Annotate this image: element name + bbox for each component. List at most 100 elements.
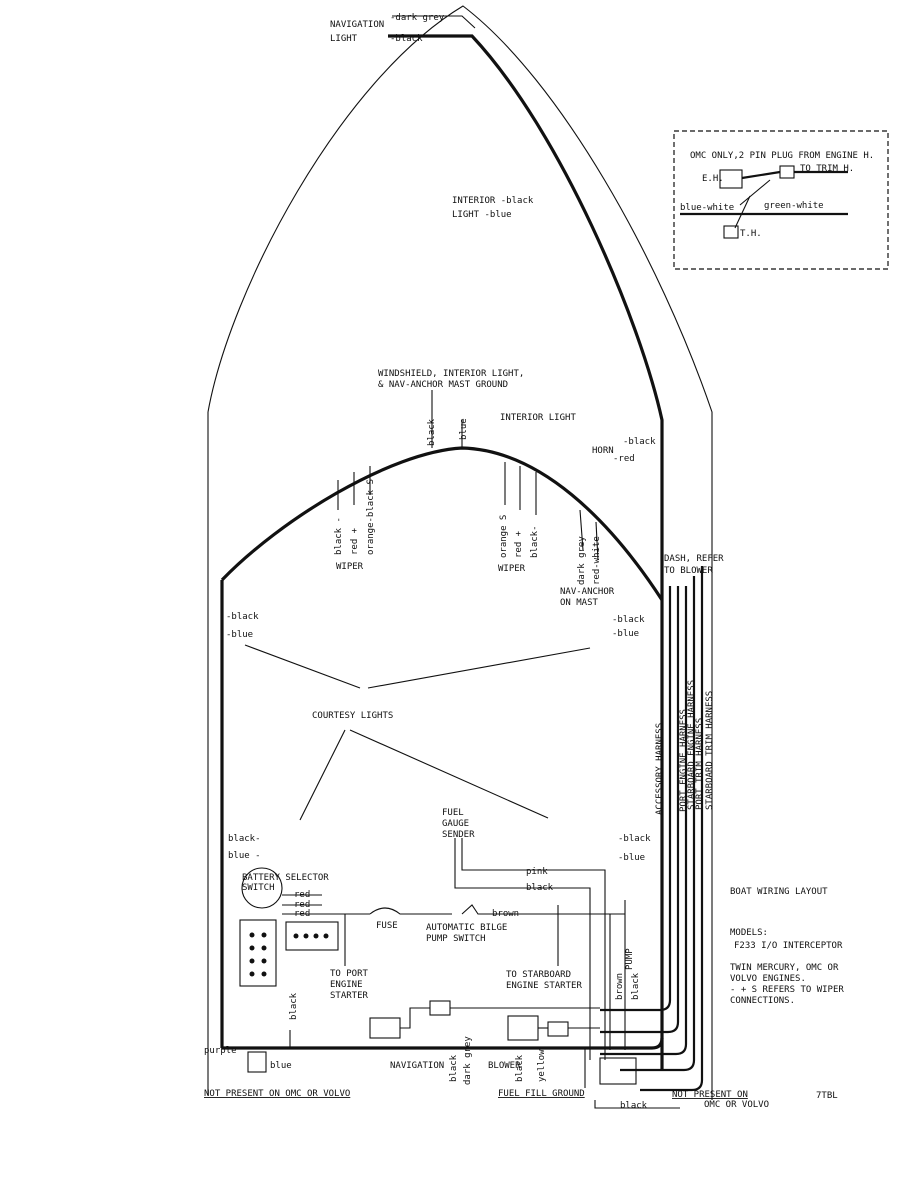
brown-label: brown (492, 909, 519, 919)
text-labels: NAVIGATION LIGHT -dark grey -black INTER… (204, 13, 874, 1111)
port-starter-label-3: STARTER (330, 991, 369, 1001)
blue-bottom-label: blue (270, 1061, 292, 1071)
port-trim-harness-label: PORT TRIM HARNESS (695, 718, 705, 810)
black-port-vertical: black (289, 992, 299, 1020)
not-present-right: NOT PRESENT ON (672, 1090, 748, 1100)
battery-label-2: SWITCH (242, 883, 275, 893)
model-name: F233 I/O INTERCEPTOR (734, 941, 843, 951)
note-4: CONNECTIONS. (730, 996, 795, 1006)
dash-label-2: TO BLOWER (664, 566, 713, 576)
wiper-right-label: WIPER (498, 564, 526, 574)
fuel-label-3: SENDER (442, 830, 475, 840)
dash-label-1: DASH, REFER (664, 554, 724, 564)
black-yellow-vertical: black (515, 1054, 525, 1082)
windshield-label-2: & NAV-ANCHOR MAST GROUND (378, 380, 508, 390)
red-label-2: red (294, 900, 310, 910)
main-harness-bow (388, 34, 664, 1070)
battery-selector-switch (241, 867, 283, 909)
harness-bundle (600, 566, 704, 1092)
horn-red-label: -red (613, 454, 635, 464)
wiper-left-orange: orange-black S (366, 479, 376, 555)
wiper-right-black: black- (530, 525, 540, 558)
inset-th: T.H. (740, 229, 762, 239)
wiper-right-red: red + (514, 530, 524, 558)
right-black-label: -black (612, 615, 645, 625)
red-label-3: red (294, 909, 310, 919)
interior-light-arch-label: INTERIOR LIGHT (500, 413, 576, 423)
terminal-screws (249, 932, 329, 977)
battery-label-1: BATTERY SELECTOR (242, 873, 329, 883)
black-top-label: -black (390, 34, 423, 44)
fuel-fill-ground: FUEL FILL GROUND (498, 1089, 585, 1099)
fuel-sender-wires (454, 838, 606, 1060)
inset-eh: E.H. (702, 174, 724, 184)
black-vertical-label: black (427, 418, 437, 446)
stbd-engine-harness-label: STARBOARD ENGINE HARNESS (687, 680, 697, 810)
black-pump-vertical: black (631, 972, 641, 1000)
yellow-vertical: yellow (537, 1049, 547, 1082)
stbd-starter-label-1: TO STARBOARD (506, 970, 571, 980)
black-nav-vertical: black (449, 1054, 459, 1082)
wiper-right-orange: orange S (499, 515, 509, 558)
wiper-left-red: red + (350, 527, 360, 555)
diagram-code: 7TBL (816, 1091, 838, 1101)
pink-label: pink (526, 867, 548, 877)
accessory-terminal-block (285, 921, 339, 951)
windshield-label-1: WINDSHIELD, INTERIOR LIGHT, (378, 369, 524, 379)
omc-volvo-right: OMC OR VOLVO (704, 1100, 769, 1110)
stbd-trim-harness-label: STARBOARD TRIM HARNESS (705, 691, 715, 810)
wiper-left-label: WIPER (336, 562, 364, 572)
courtesy-lights-label: COURTESY LIGHTS (312, 711, 393, 721)
brown-vertical-label: brown (615, 973, 625, 1000)
inset-green-white: green-white (764, 201, 824, 211)
nav-anchor-label-2: ON MAST (560, 598, 599, 608)
lower-right-blue-label: -blue (618, 853, 645, 863)
aft-bracket (584, 1048, 680, 1109)
horn-label: HORN (592, 446, 614, 456)
interior-light-label-1: INTERIOR -black (452, 196, 534, 206)
note-1: TWIN MERCURY, OMC OR (730, 963, 839, 973)
right-blue-label: -blue (612, 629, 639, 639)
fuel-label-1: FUEL (442, 808, 464, 818)
nav-light-label-2: LIGHT (330, 34, 358, 44)
bilge-label-2: PUMP SWITCH (426, 934, 486, 944)
inset-line-1: OMC ONLY,2 PIN PLUG FROM ENGINE H. (690, 151, 874, 161)
red-white-vertical: red-white (592, 536, 602, 585)
wiper-leads (337, 390, 599, 561)
note-2: VOLVO ENGINES. (730, 974, 806, 984)
purple-label: purple (204, 1046, 237, 1056)
inset-line-2: TO TRIM H. (800, 164, 854, 174)
left-blue-label: -blue (226, 630, 253, 640)
red-label-1: red (294, 890, 310, 900)
diagram-title: BOAT WIRING LAYOUT (730, 887, 828, 897)
navigation-bottom-label: NAVIGATION (390, 1061, 444, 1071)
interior-light-label-2: LIGHT -blue (452, 210, 512, 220)
pump-vertical-label: PUMP (625, 948, 635, 970)
blue-vertical-label: blue (459, 418, 469, 440)
nav-anchor-label-1: NAV-ANCHOR (560, 587, 615, 597)
port-starter-label-1: TO PORT (330, 969, 369, 979)
black-bottom-label: black (620, 1101, 648, 1111)
lower-right-black-label: -black (618, 834, 651, 844)
hull-outline (207, 5, 713, 1100)
accessory-harness-label: ACCESSORY HARNESS (655, 723, 665, 815)
left-black-label: -black (226, 612, 259, 622)
blower-label: BLOWER (488, 1061, 521, 1071)
note-3: - + S REFERS TO WIPER (730, 985, 844, 995)
horn-black-label: -black (623, 437, 656, 447)
dark-grey-nav-vertical: dark grey (463, 1036, 473, 1085)
port-starter-label-2: ENGINE (330, 980, 363, 990)
port-engine-harness-label: PORT ENGINE HARNESS (679, 709, 689, 812)
port-terminal-block (239, 919, 277, 987)
inset-drawing (680, 165, 848, 239)
models-heading: MODELS: (730, 928, 768, 938)
inset-blue-white: blue-white (680, 203, 734, 213)
dark-grey-label: -dark grey (390, 13, 445, 23)
black-fuel-label: black (526, 883, 554, 893)
nav-light-stub (392, 15, 476, 29)
lower-left-black-label: black- (228, 834, 261, 844)
courtesy-leaders (244, 644, 591, 821)
wiper-left-black: black - (334, 517, 344, 555)
lower-left-blue-label: blue - (228, 851, 261, 861)
